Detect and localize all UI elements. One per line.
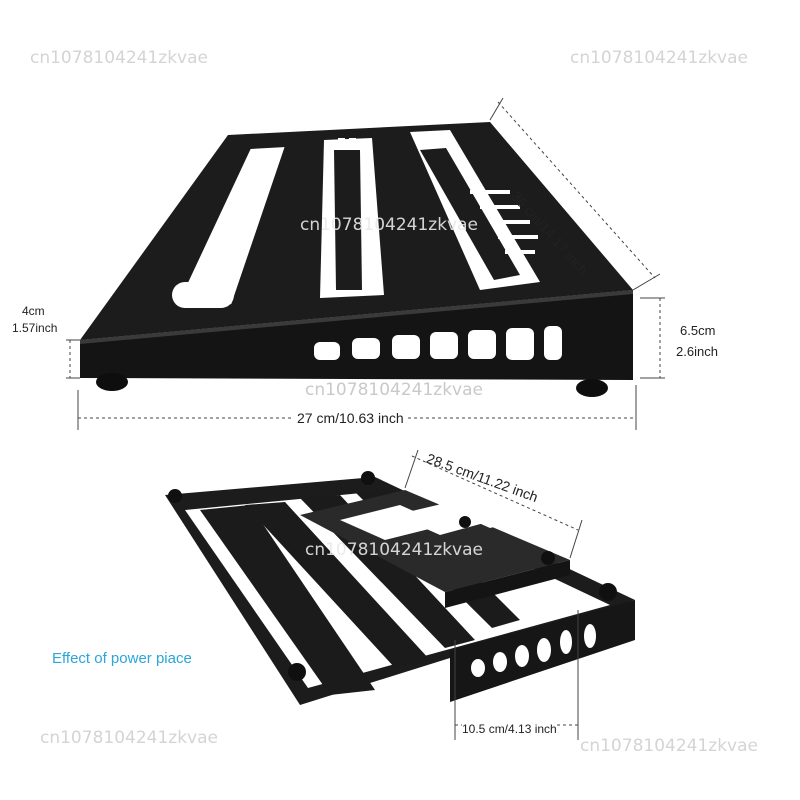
board-inner-rail-1 <box>334 150 362 290</box>
width-label: 27 cm/10.63 inch <box>293 410 408 426</box>
front-height-label-cm: 4cm <box>22 304 45 318</box>
back-height-label-inch: 2.6inch <box>676 344 718 359</box>
board-inner-vents <box>338 138 538 254</box>
shelf-height-label: 10.5 cm/4.13 inch <box>462 722 557 736</box>
watermark: cn1078104241zkvae <box>580 736 758 756</box>
watermark: cn1078104241zkvae <box>30 48 208 68</box>
front-vent-holes <box>314 326 562 360</box>
watermark: cn1078104241zkvae <box>300 215 478 235</box>
board-slot-left <box>174 144 288 308</box>
back-height-label-cm: 6.5cm <box>680 323 716 338</box>
watermark: cn1078104241zkvae <box>305 540 483 560</box>
board-front-face <box>80 290 633 380</box>
side-vent-holes <box>471 624 596 677</box>
watermark: cn1078104241zkvae <box>570 48 748 68</box>
depth-dimension-line <box>489 97 661 291</box>
shelf-length-dimension-line <box>404 449 583 559</box>
board-edge-highlight <box>80 290 633 344</box>
front-height-dimension-line <box>66 339 80 379</box>
board-slot-left-round <box>172 282 234 308</box>
power-caption: Effect of power piace <box>52 650 192 667</box>
rubber-foot-right <box>576 379 608 397</box>
back-height-dimension-line <box>640 297 665 379</box>
watermark: cn1078104241zkvae <box>40 728 218 748</box>
watermark: cn1078104241zkvae <box>305 380 483 400</box>
power-supply-shelf-front <box>445 560 570 608</box>
board-inner-rail-2 <box>420 148 520 280</box>
corner-posts <box>168 471 617 681</box>
shelf-slots <box>340 498 540 540</box>
front-height-label-inch: 1.57inch <box>12 321 58 335</box>
rubber-foot-left <box>96 373 128 391</box>
